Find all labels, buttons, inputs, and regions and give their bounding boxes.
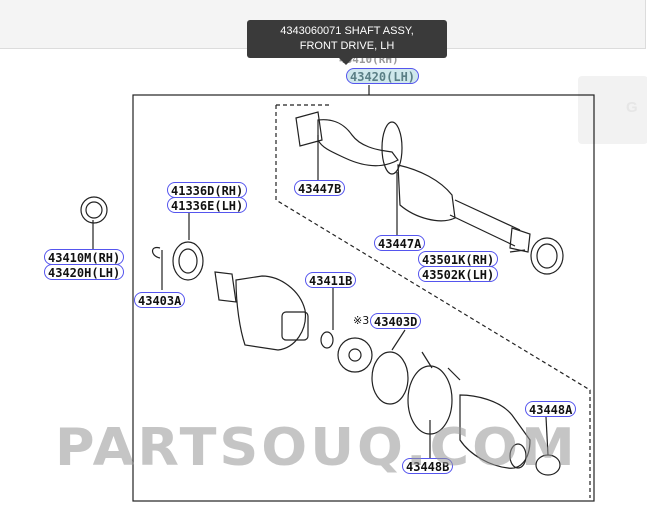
- tooltip-line-1: 4343060071 SHAFT ASSY,: [280, 25, 414, 37]
- dust-cover-left: [80, 196, 108, 224]
- inner-boot-bottom: [459, 394, 531, 469]
- label-43447a[interactable]: 43447A: [374, 235, 426, 251]
- ghost-label-43410: 43410(RH): [339, 56, 399, 66]
- label-43420-lh[interactable]: 43420(LH): [346, 68, 420, 84]
- inner-boot-top: [397, 164, 456, 222]
- label-43448b[interactable]: 43448B: [402, 458, 454, 474]
- spline-stub: [295, 111, 323, 147]
- note-marker: ※3: [353, 314, 370, 327]
- label-43502k[interactable]: 43502K(LH): [418, 266, 499, 282]
- label-43420h[interactable]: 43420H(LH): [44, 264, 125, 280]
- part-tooltip: 4343060071 SHAFT ASSY, FRONT DRIVE, LH: [247, 20, 447, 65]
- inboard-joint-housing: [235, 275, 306, 351]
- side-panel-button[interactable]: [578, 76, 647, 144]
- label-43411b[interactable]: 43411B: [305, 272, 357, 288]
- label-43447b[interactable]: 43447B: [294, 180, 346, 196]
- dust-seal-right: [530, 237, 564, 275]
- shaft-spline: [509, 227, 531, 253]
- inboard-spline: [214, 271, 237, 303]
- outer-joint-ring: [381, 121, 403, 175]
- side-panel-glyph: G: [626, 99, 638, 116]
- tooltip-line-2: FRONT DRIVE, LH: [299, 40, 395, 52]
- label-43403a[interactable]: 43403A: [134, 292, 186, 308]
- snap-ring-43403d: [371, 351, 409, 405]
- small-clamp: [535, 454, 561, 476]
- label-43448a[interactable]: 43448A: [525, 401, 577, 417]
- label-43403d[interactable]: 43403D: [370, 313, 422, 329]
- watermark: PARTSOUQ.COM: [55, 417, 578, 478]
- boot-clamp: [407, 365, 453, 435]
- oil-seal-41336: [172, 241, 204, 281]
- outer-boot: [317, 119, 399, 167]
- snap-ring-43403a: [151, 246, 161, 259]
- diagram-frame: [132, 94, 595, 502]
- snap-ring-43411b: [320, 331, 334, 349]
- label-43410m[interactable]: 43410M(RH): [44, 249, 125, 265]
- label-41336d[interactable]: 41336D(RH): [167, 182, 248, 198]
- tripod-joint: [337, 337, 373, 373]
- label-41336e[interactable]: 41336E(LH): [167, 197, 248, 213]
- label-43501k[interactable]: 43501K(RH): [418, 251, 499, 267]
